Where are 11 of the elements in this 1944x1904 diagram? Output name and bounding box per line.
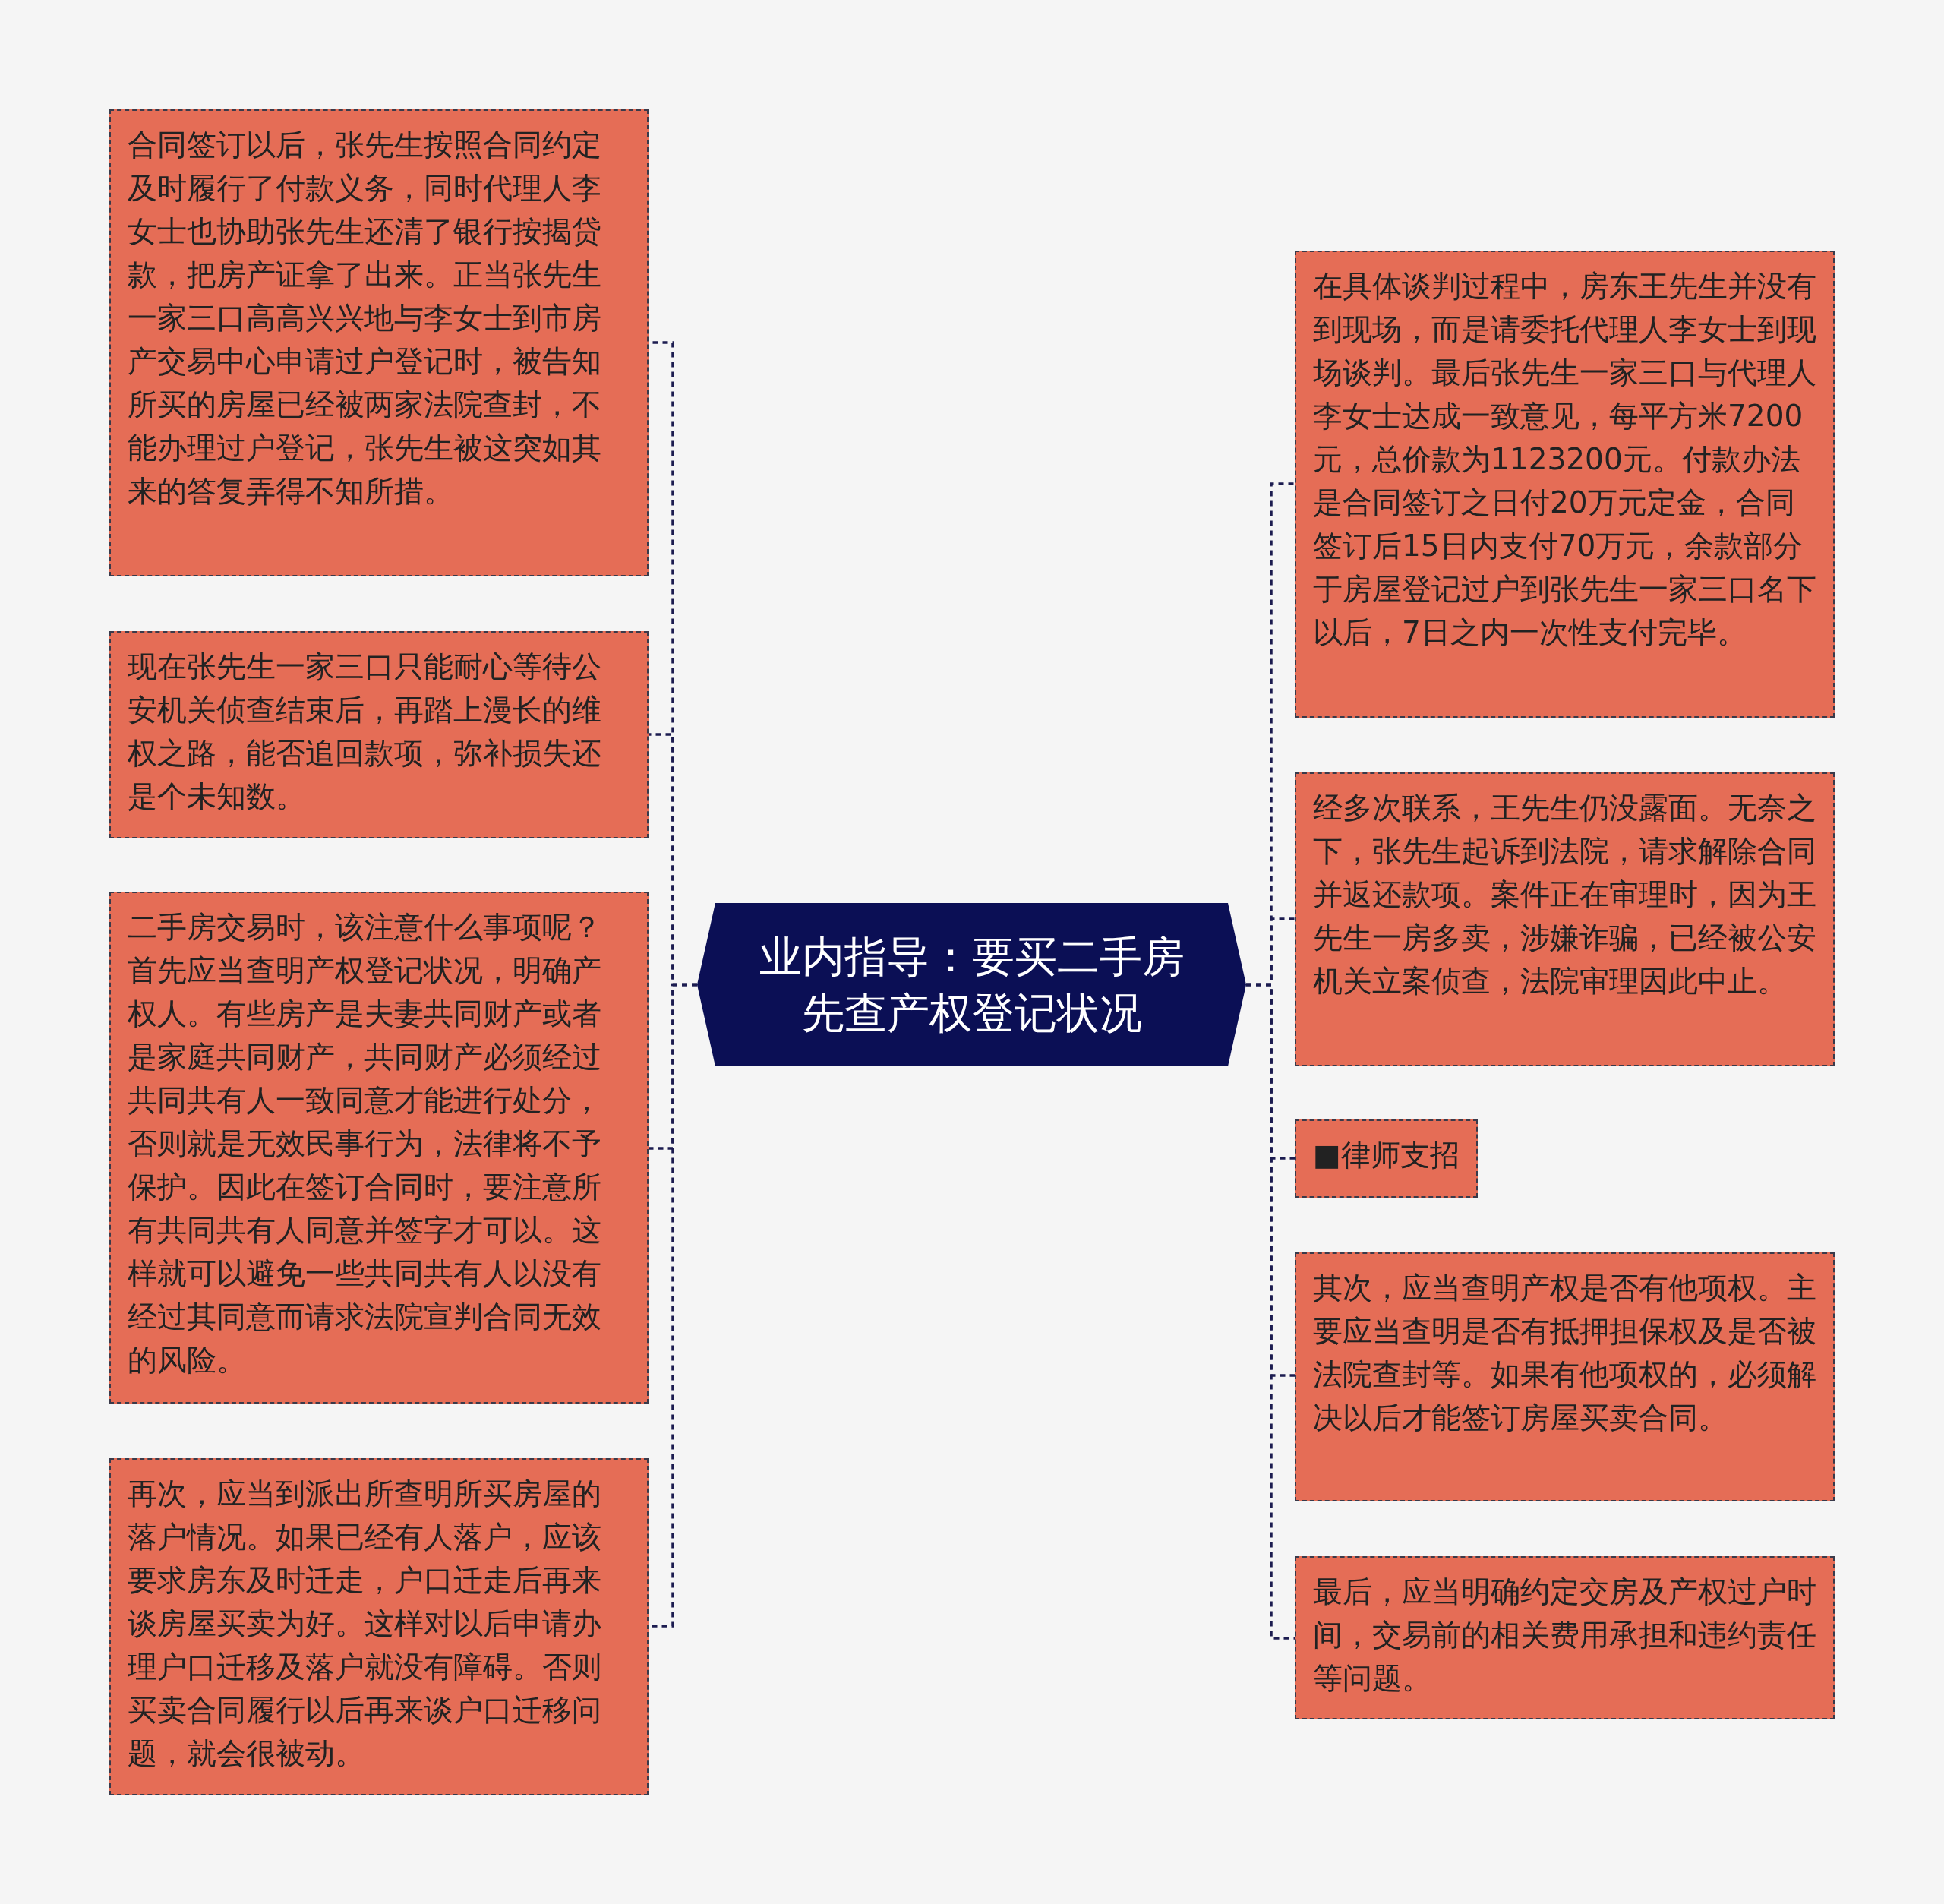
text-box: ■律师支招 [1295,1119,1478,1198]
connector-line [1246,983,1295,1640]
text-box: 合同签订以后，张先生按照合同约定及时履行了付款义务，同时代理人李女士也协助张先生还清了银行按揭贷款，把房产证拿了出来。正当张先生一家三口高高兴兴地与李女士到市房产交易中心申请过户登记时，被告知所买的房屋已经被两家法院查封，不能办理过户登记，张先生被这突如其来的答复弄得不知所措。 [109,109,649,576]
text-box: 经多次联系，王先生仍没露面。无奈之下，张先生起诉到法院，请求解除合同并返还款项。案件正在审理时，因为王先生一房多卖，涉嫌诈骗，已经被公安机关立案侦查，法院审理因此中止。 [1295,772,1835,1066]
text-box: 其次，应当查明产权是否有他项权。主要应当查明是否有抵押担保权及是否被法院查封等。如果有他项权的，必须解决以后才能签订房屋买卖合同。 [1295,1252,1835,1501]
topic-hexagon: 业内指导：要买二手房先查产权登记状况 [697,903,1246,1066]
text-box: 最后，应当明确约定交房及产权过户时间，交易前的相关费用承担和违约责任等问题。 [1295,1556,1835,1719]
text-box: 在具体谈判过程中，房东王先生并没有到现场，而是请委托代理人李女士到现场谈判。最后张先生一家三口与代理人李女士达成一致意见，每平方米7200元，总价款为1123200元。付款办法是合同签订之日付20万元定金，合同签订后15日内支付70万元，余款部分于房屋登记过户到张先生一家三口名下以后，7日之内一次性支付完毕。 [1295,251,1835,718]
text-box: 再次，应当到派出所查明所买房屋的落户情况。如果已经有人落户，应该要求房东及时迁走，户口迁走后再来谈房屋买卖为好。这样对以后申请办理户口迁移及落户就没有障碍。否则买卖合同履行以后再来谈户口迁移问题，就会很被动。 [109,1458,649,1795]
text-box: 现在张先生一家三口只能耐心等待公安机关侦查结束后，再踏上漫长的维权之路，能否追回款项，弥补损失还是个未知数。 [109,631,649,838]
text-box: 二手房交易时，该注意什么事项呢？首先应当查明产权登记状况，明确产权人。有些房产是夫妻共同财产或者是家庭共同财产，共同财产必须经过共同共有人一致同意才能进行处分，否则就是无效民事行为，法律将不予保护。因此在签订合同时，要注意所有共同共有人同意并签字才可以。这样就可以避免一些共同共有人以没有经过其同意而请求法院宣判合同无效的风险。 [109,892,649,1404]
